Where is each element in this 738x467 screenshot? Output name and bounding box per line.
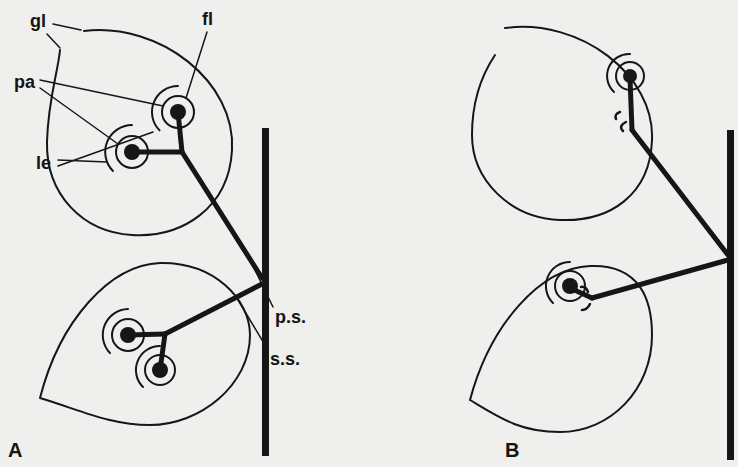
panel-a <box>40 24 273 425</box>
flower <box>124 144 140 160</box>
part-label: fl <box>202 10 213 28</box>
flower <box>152 362 168 378</box>
leader-line <box>58 160 107 162</box>
part-label: le <box>36 154 51 172</box>
part-label: pa <box>14 73 35 91</box>
glume-outline <box>472 27 652 220</box>
glume-outline <box>47 30 232 235</box>
flower <box>170 104 186 120</box>
panel-b <box>470 27 652 432</box>
stalk <box>632 130 728 255</box>
leader-line <box>40 88 118 144</box>
part-label: s.s. <box>270 350 300 368</box>
flower <box>623 69 637 83</box>
panel-letter: A <box>8 440 22 460</box>
leader-line <box>47 34 60 48</box>
flower <box>120 327 136 343</box>
flowers-a <box>120 104 186 378</box>
leader-line <box>53 24 81 30</box>
leader-line <box>58 132 153 166</box>
stalk <box>165 284 262 334</box>
leader-line <box>186 32 207 98</box>
stalk <box>182 152 262 278</box>
part-label: gl <box>30 12 46 30</box>
stalks-b <box>570 78 728 298</box>
glume-outline <box>40 263 250 425</box>
panel-letter: B <box>505 440 519 460</box>
stalk <box>592 260 728 298</box>
flower <box>562 278 578 294</box>
flowers-b <box>562 69 637 294</box>
rachis <box>262 128 269 456</box>
part-label: p.s. <box>275 308 306 326</box>
rachis <box>727 130 734 460</box>
rudiment <box>616 112 627 131</box>
stalk <box>630 78 632 130</box>
stalks-a <box>128 112 262 370</box>
